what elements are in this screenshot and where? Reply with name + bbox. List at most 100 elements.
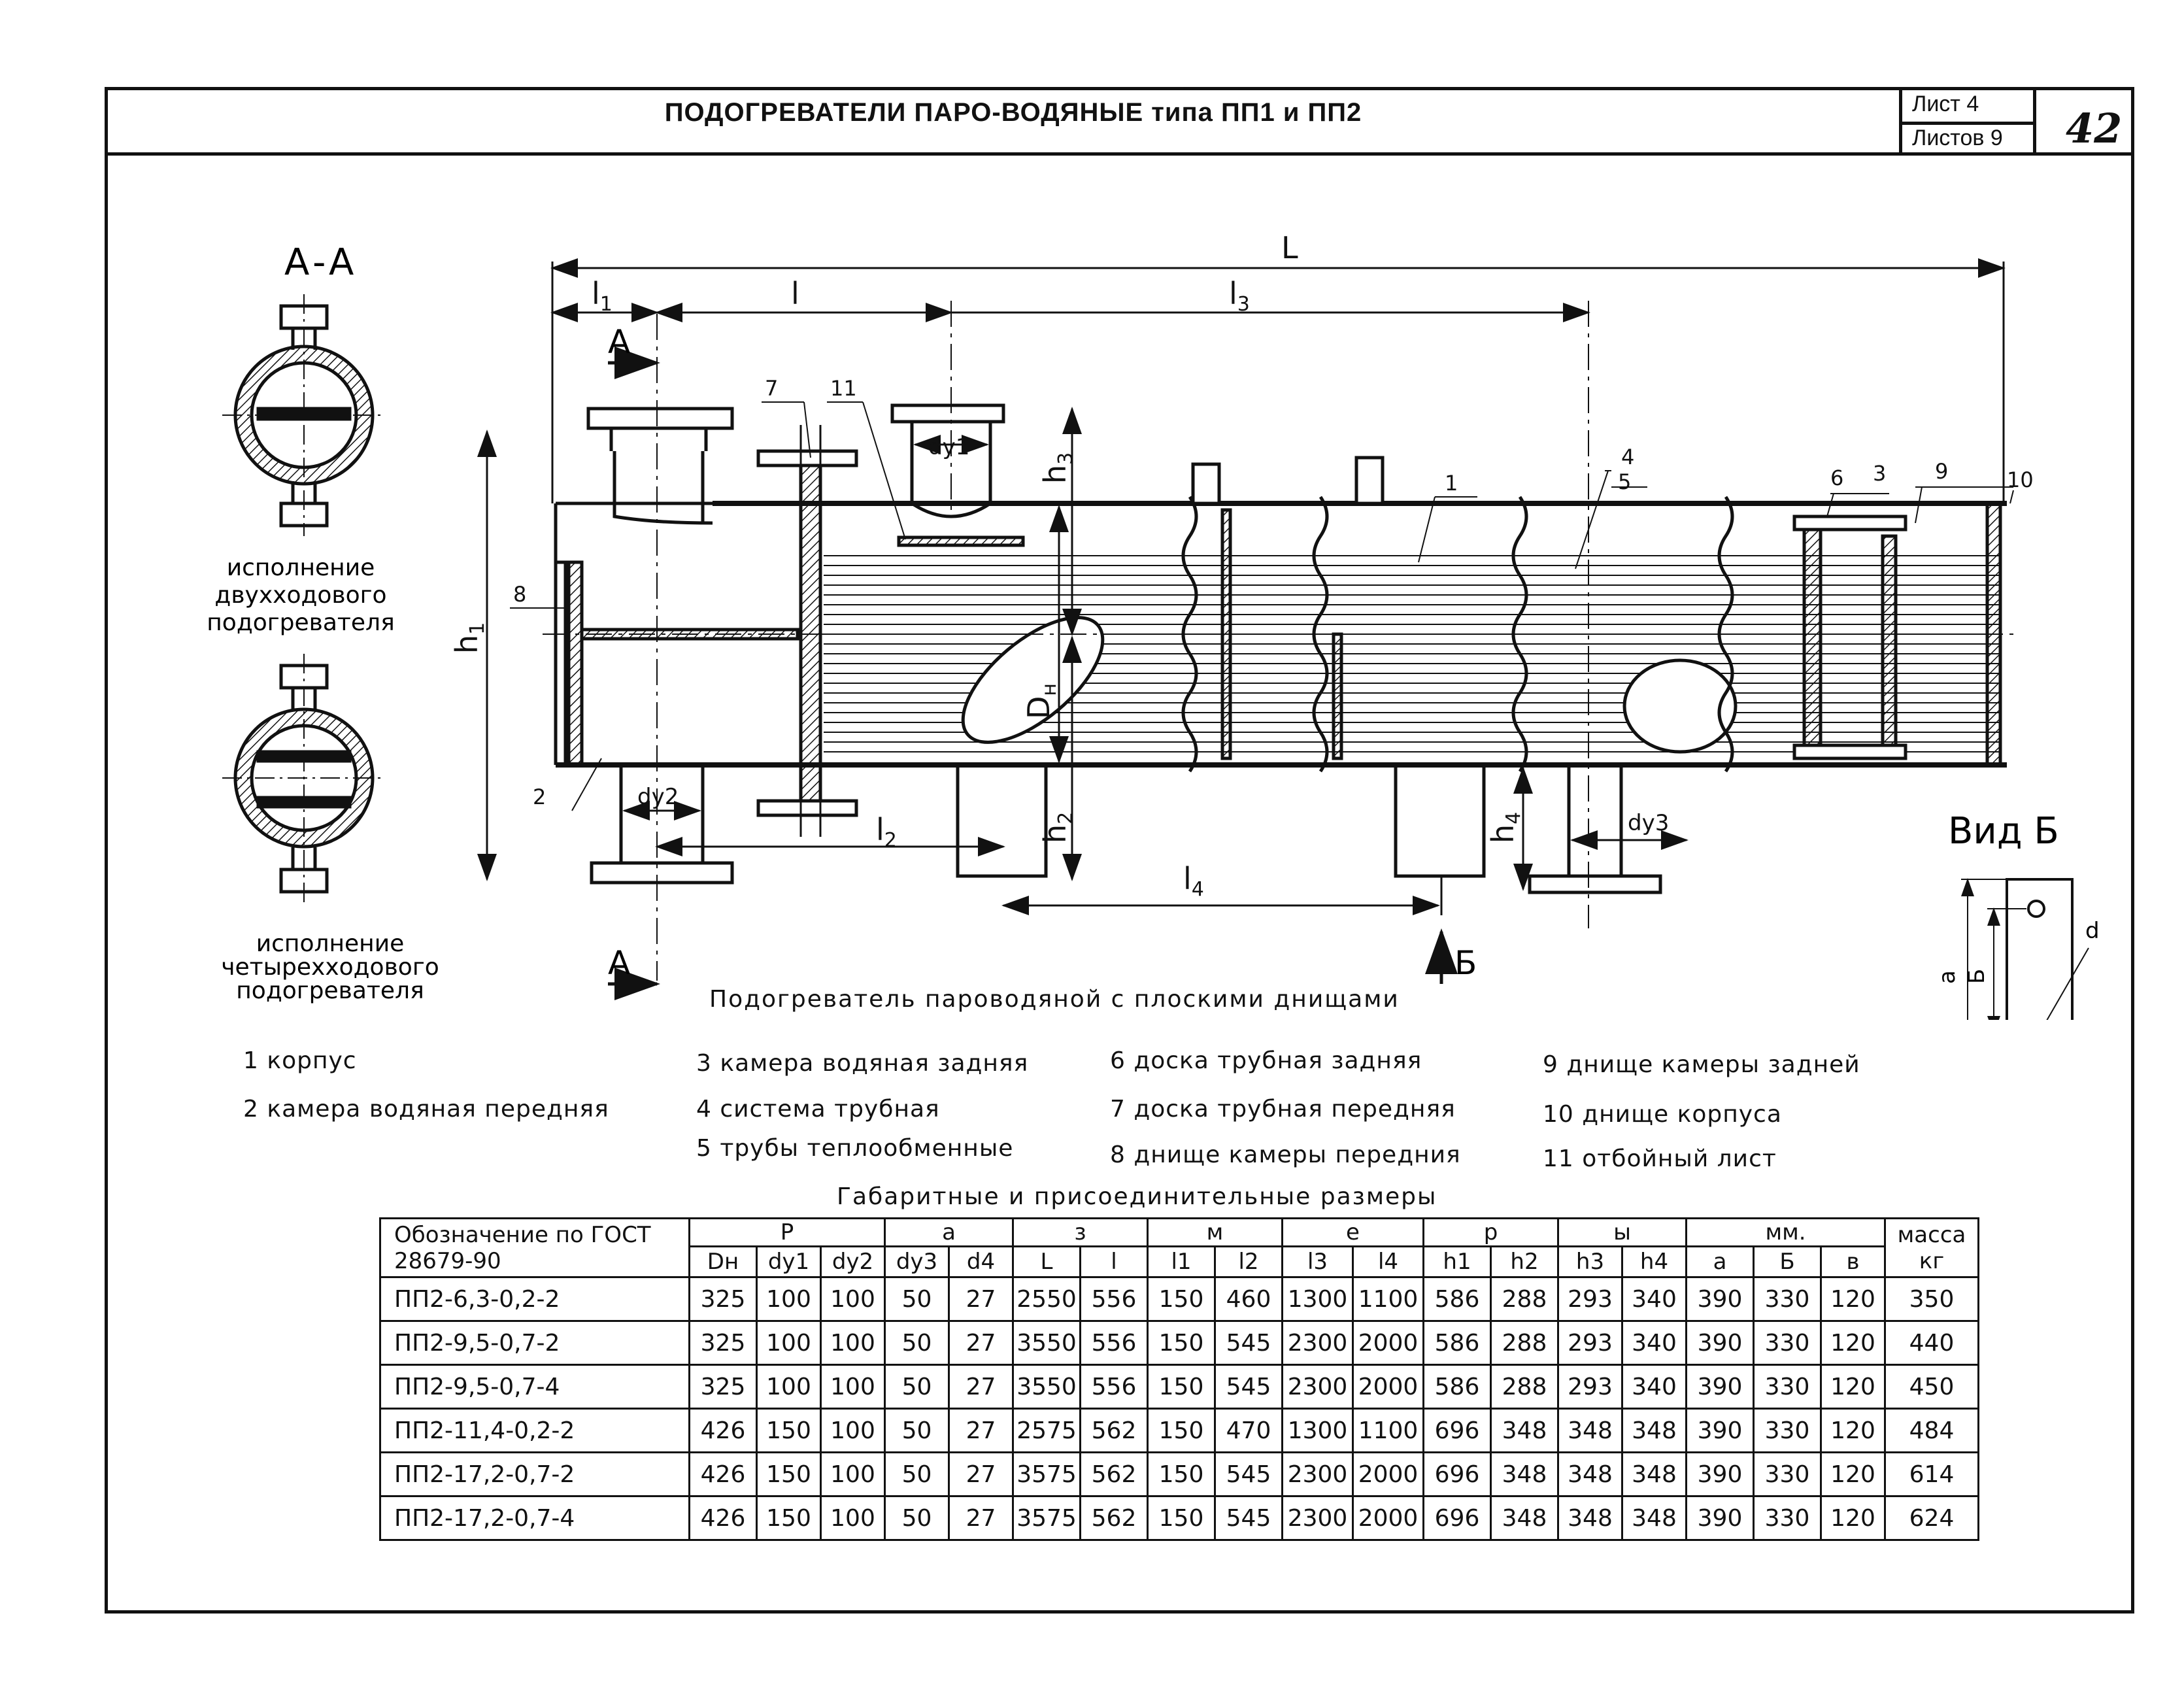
row-value: 50 (884, 1451, 950, 1497)
col-header: Б (1753, 1245, 1822, 1278)
svg-text:5: 5 (1618, 469, 1631, 494)
row-mass: 350 (1884, 1276, 1979, 1322)
row-value: 27 (948, 1451, 1014, 1497)
row-value: 50 (884, 1320, 950, 1366)
units-header-2: а (884, 1217, 1014, 1247)
col-header: dу2 (820, 1245, 886, 1278)
row-value: 100 (820, 1495, 886, 1541)
row-value: 27 (948, 1408, 1014, 1453)
col-header: h1 (1422, 1245, 1492, 1278)
row-designation: ПП2-9,5-0,7-2 (379, 1320, 690, 1366)
page-number: 42 (2066, 105, 2123, 152)
row-designation: ПП2-6,3-0,2-2 (379, 1276, 690, 1322)
dim-l1: l1 (592, 276, 613, 316)
row-value: 150 (1147, 1276, 1216, 1322)
callout-leaders (510, 401, 2014, 811)
row-value: 1100 (1352, 1408, 1424, 1453)
row-value: 1300 (1281, 1408, 1354, 1453)
svg-text:1: 1 (1445, 471, 1458, 496)
table-header-columns: Dн dу1 dу2 dу3 d4 L l l1 l2 l3 l4 h1 h2 … (380, 1245, 1979, 1278)
row-value: 150 (756, 1495, 822, 1541)
row-mass: 614 (1884, 1451, 1979, 1497)
units-header-5: е (1281, 1217, 1424, 1247)
row-value: 696 (1422, 1408, 1492, 1453)
col-header: l1 (1147, 1245, 1216, 1278)
row-value: 100 (820, 1276, 886, 1322)
col-header: l (1079, 1245, 1149, 1278)
row-value: 120 (1820, 1276, 1886, 1322)
row-value: 150 (1147, 1451, 1216, 1497)
units-header-7: ы (1557, 1217, 1687, 1247)
row-value: 150 (756, 1451, 822, 1497)
row-value: 3550 (1012, 1320, 1081, 1366)
sheet-count-box (1899, 87, 2036, 156)
row-value: 696 (1422, 1495, 1492, 1541)
sheet-count-divider (1899, 122, 2036, 125)
svg-text:6: 6 (1830, 465, 1843, 490)
row-designation: ПП2-17,2-0,7-4 (379, 1495, 690, 1541)
row-value: 293 (1557, 1320, 1623, 1366)
row-value: 3575 (1012, 1495, 1081, 1541)
units-header-6: р (1422, 1217, 1559, 1247)
row-value: 426 (688, 1451, 758, 1497)
col-header: dу1 (756, 1245, 822, 1278)
row-value: 586 (1422, 1364, 1492, 1410)
rear-bottom-nozzle (1567, 765, 1623, 889)
top-vent-2 (1354, 456, 1385, 505)
col-header: a (1685, 1245, 1755, 1278)
dim-dy2: dy2 (637, 784, 679, 810)
row-value: 545 (1214, 1364, 1283, 1410)
row-value: 390 (1685, 1320, 1755, 1366)
row-value: 330 (1753, 1276, 1822, 1322)
legend-item-1: 1 корпус (243, 1047, 357, 1074)
row-value: 150 (1147, 1408, 1216, 1453)
col-header: h4 (1621, 1245, 1687, 1278)
row-designation: ПП2-11,4-0,2-2 (379, 1408, 690, 1453)
row-value: 120 (1820, 1320, 1886, 1366)
legend-item-2: 2 камера водяная передняя (243, 1096, 609, 1123)
row-value: 2550 (1012, 1276, 1081, 1322)
col-header: d4 (948, 1245, 1014, 1278)
dimension-labels: L l1 l l3 h1 h3 Dн h2 h4 l2 l4 dy1 dy2 d… (449, 230, 1669, 901)
sheet-total: Листов 9 (1912, 126, 2003, 150)
row-value: 2000 (1352, 1451, 1424, 1497)
row-value: 50 (884, 1276, 950, 1322)
row-value: 390 (1685, 1364, 1755, 1410)
break-line-1 (1181, 496, 1198, 773)
row-value: 348 (1557, 1408, 1623, 1453)
row-value: 50 (884, 1408, 950, 1453)
row-value: 100 (756, 1320, 822, 1366)
sheet-frame (105, 87, 2134, 1614)
legend-item-8: 8 днище камеры передния (1110, 1141, 1461, 1168)
row-value: 100 (756, 1276, 822, 1322)
row-value: 120 (1820, 1451, 1886, 1497)
svg-text:2: 2 (533, 785, 546, 809)
dimensions (477, 258, 2006, 915)
sheet-number: Лист 4 (1912, 92, 1979, 116)
row-mass: 440 (1884, 1320, 1979, 1366)
row-value: 390 (1685, 1495, 1755, 1541)
row-value: 50 (884, 1495, 950, 1541)
dim-h1: h1 (449, 622, 489, 654)
title-band (105, 87, 2134, 156)
svg-text:11: 11 (830, 376, 857, 401)
row-mass: 624 (1884, 1495, 1979, 1541)
row-value: 1300 (1281, 1276, 1354, 1322)
row-designation: ПП2-17,2-0,7-2 (379, 1451, 690, 1497)
row-value: 1100 (1352, 1276, 1424, 1322)
dim-dy1: dy1 (928, 434, 969, 460)
row-value: 27 (948, 1364, 1014, 1410)
row-value: 562 (1079, 1495, 1149, 1541)
row-value: 390 (1685, 1276, 1755, 1322)
view-b: Вид Б a Б в d (1934, 810, 2100, 1020)
svg-text:10: 10 (2007, 467, 2034, 492)
row-value: 325 (688, 1364, 758, 1410)
row-value: 2575 (1012, 1408, 1081, 1453)
